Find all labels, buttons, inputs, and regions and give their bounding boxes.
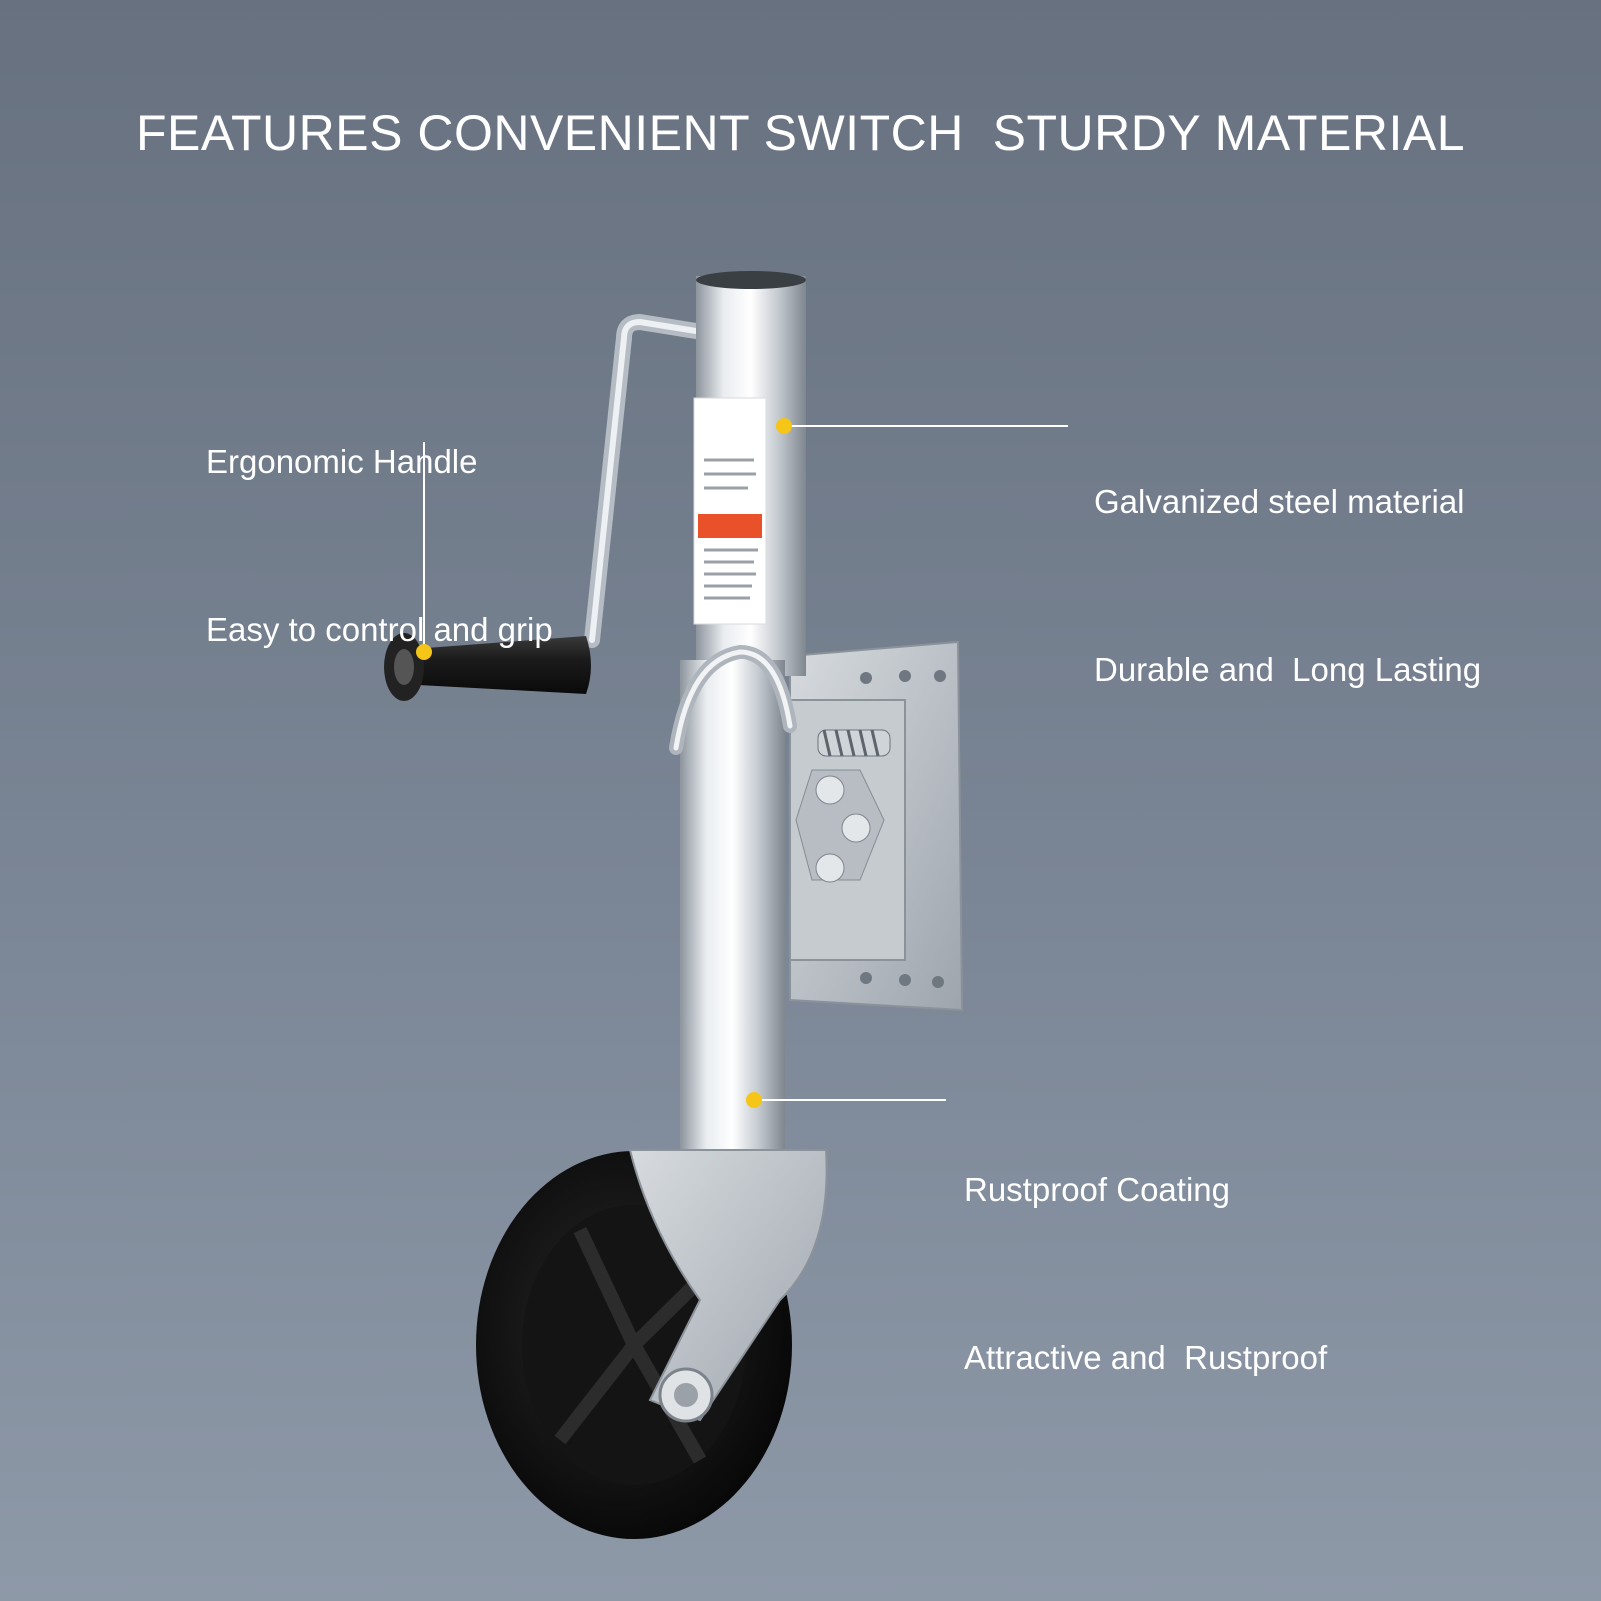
mounting-plate: [789, 640, 964, 1012]
material-callout-title: Galvanized steel material: [1094, 483, 1465, 520]
coating-marker-dot: [746, 1092, 762, 1108]
coating-callout-title: Rustproof Coating: [964, 1171, 1230, 1208]
coating-callout: Rustproof Coating Attractive and Rustpro…: [964, 1050, 1327, 1442]
handle-marker-dot: [416, 644, 432, 660]
coating-leader-line: [754, 1099, 946, 1101]
handle-callout-subtitle: Easy to control and grip: [206, 611, 553, 648]
coating-callout-subtitle: Attractive and Rustproof: [964, 1339, 1328, 1376]
handle-callout-title: Ergonomic Handle: [206, 443, 478, 480]
headline: FEATURES CONVENIENT SWITCH STURDY MATERI…: [135, 105, 1466, 161]
handle-leader-line: [423, 442, 425, 650]
material-marker-dot: [776, 418, 792, 434]
handle-callout: Ergonomic Handle Easy to control and gri…: [206, 322, 553, 714]
wheel-assembly: [476, 1149, 828, 1539]
material-leader-line: [784, 425, 1068, 427]
material-callout-subtitle: Durable and Long Lasting: [1094, 651, 1482, 688]
jack-tube: [669, 271, 806, 1160]
material-callout: Galvanized steel material Durable and Lo…: [1094, 362, 1481, 754]
crank-handle: [384, 314, 710, 701]
